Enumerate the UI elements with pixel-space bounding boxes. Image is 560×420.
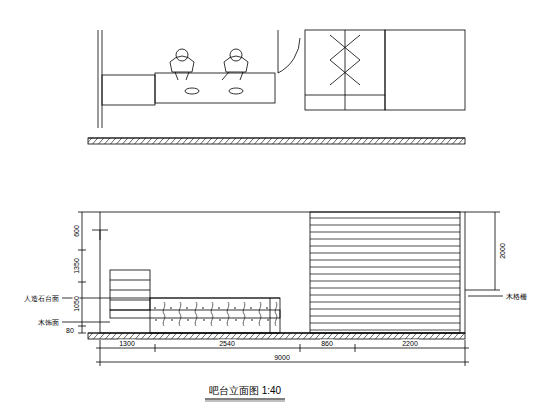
dimension: 80 [65, 327, 75, 334]
slat-line [310, 274, 460, 275]
material-callout: 木饰面 [37, 319, 60, 326]
dimension: 1350 [73, 257, 80, 275]
dimension: 2200 [401, 340, 419, 347]
dimension: 860 [320, 340, 334, 347]
slat-line [310, 253, 460, 254]
slat-line [310, 267, 460, 268]
slat-line [310, 295, 460, 296]
drawing-title: 吧台立面图 1:40 [209, 386, 281, 396]
dimension: 1050 [73, 295, 80, 313]
overall-dimension: 9000 [273, 354, 291, 361]
slat-line [310, 281, 460, 282]
slat-line [310, 323, 460, 324]
slat-line [310, 246, 460, 247]
slat-line [310, 218, 460, 219]
dimension: 1300 [118, 340, 136, 347]
dimension: 600 [73, 224, 80, 238]
slat-line [310, 225, 460, 226]
slat-line [310, 288, 460, 289]
dimension: 2540 [218, 340, 236, 347]
material-callout: 人造石台面 [23, 295, 60, 302]
slat-line [310, 232, 460, 233]
slat-line [310, 309, 460, 310]
slat-line [310, 316, 460, 317]
slat-line [310, 330, 460, 331]
material-callout: 木格栅 [505, 293, 528, 300]
slat-line [310, 260, 460, 261]
dimension: 2000 [499, 242, 506, 260]
slat-line [310, 302, 460, 303]
slat-line [310, 239, 460, 240]
